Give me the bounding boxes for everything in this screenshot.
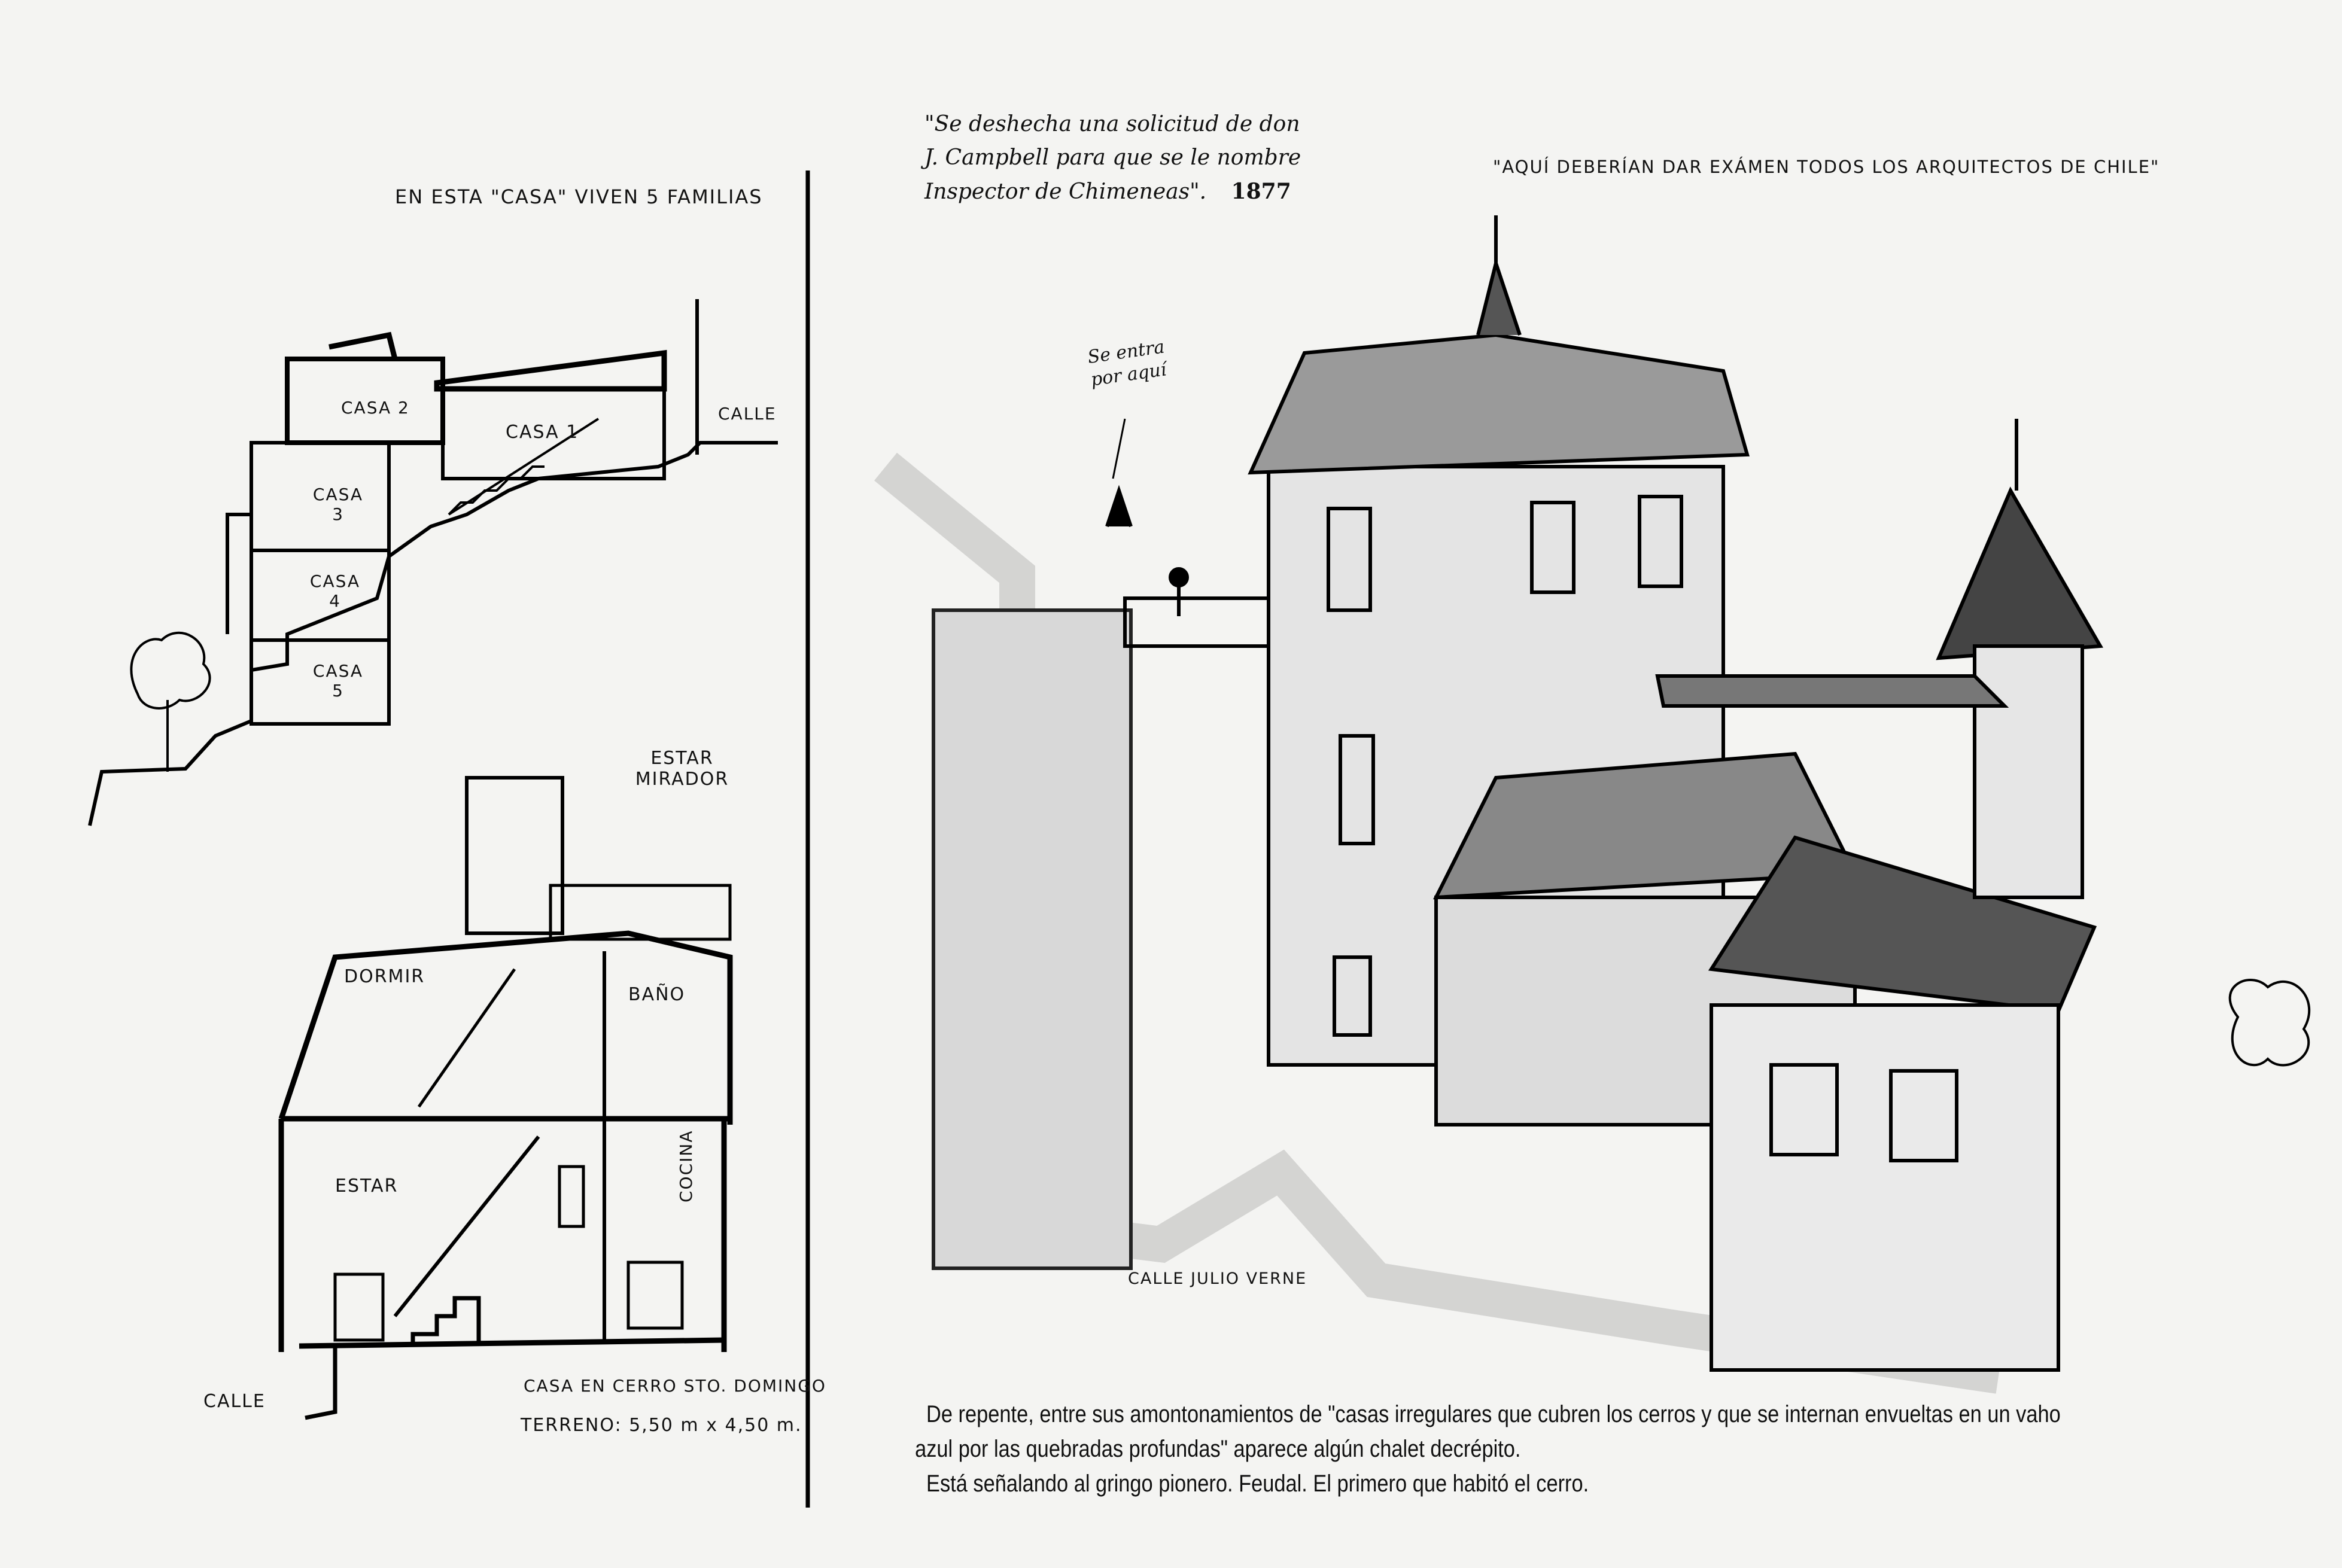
label-calle-top: CALLE (718, 404, 777, 424)
label-bano: BAÑO (628, 984, 686, 1005)
street-label: CALLE JULIO VERNE (1128, 1269, 1307, 1288)
label-dormir: DORMIR (344, 966, 425, 987)
label-casa-4: CASA 4 (309, 571, 361, 611)
caption-terrain-size: TERRENO: 5,50 m x 4,50 m. (521, 1415, 802, 1436)
label-cocina: COCINA (676, 1129, 696, 1203)
quote-block: "Se deshecha una solicitud de don J. Cam… (924, 108, 1301, 209)
house-cross-section-drawing (278, 776, 733, 1420)
label-casa-2: CASA 2 (341, 398, 410, 418)
label-casa-3: CASA 3 (312, 485, 364, 524)
label-estar-mirador: ESTAR MIRADOR (635, 748, 729, 790)
quote-year: 1877 (1231, 179, 1291, 204)
headline-quote: "AQUÍ DEBERÍAN DAR EXÁMEN TODOS LOS ARQU… (1493, 157, 2160, 177)
quote-line-1: "Se deshecha una solicitud de don (924, 112, 1300, 136)
hillside-section-drawing (88, 299, 778, 826)
caption-location: CASA EN CERRO STO. DOMINGO (524, 1376, 826, 1396)
paragraph-line-1: De repente, entre sus amontonamientos de… (926, 1401, 2061, 1427)
left-panel-title: EN ESTA "CASA" VIVEN 5 FAMILIAS (395, 185, 763, 208)
quote-line-3: Inspector de Chimeneas". (924, 179, 1207, 204)
chalet-drawing (874, 215, 2311, 1394)
body-paragraph: De repente, entre sus amontonamientos de… (915, 1397, 2061, 1501)
label-calle-bottom: CALLE (203, 1391, 266, 1412)
paragraph-line-3: Está señalando al gringo pionero. Feudal… (926, 1470, 1589, 1497)
quote-line-3-row: Inspector de Chimeneas". 1877 (924, 175, 1301, 209)
quote-line-2: J. Campbell para que se le nombre (924, 145, 1301, 170)
label-estar: ESTAR (335, 1176, 399, 1196)
label-casa-1: CASA 1 (506, 422, 579, 443)
tree-icon (130, 631, 211, 772)
label-casa-5: CASA 5 (312, 661, 364, 701)
paragraph-line-2: azul por las quebradas profundas" aparec… (915, 1436, 1521, 1462)
